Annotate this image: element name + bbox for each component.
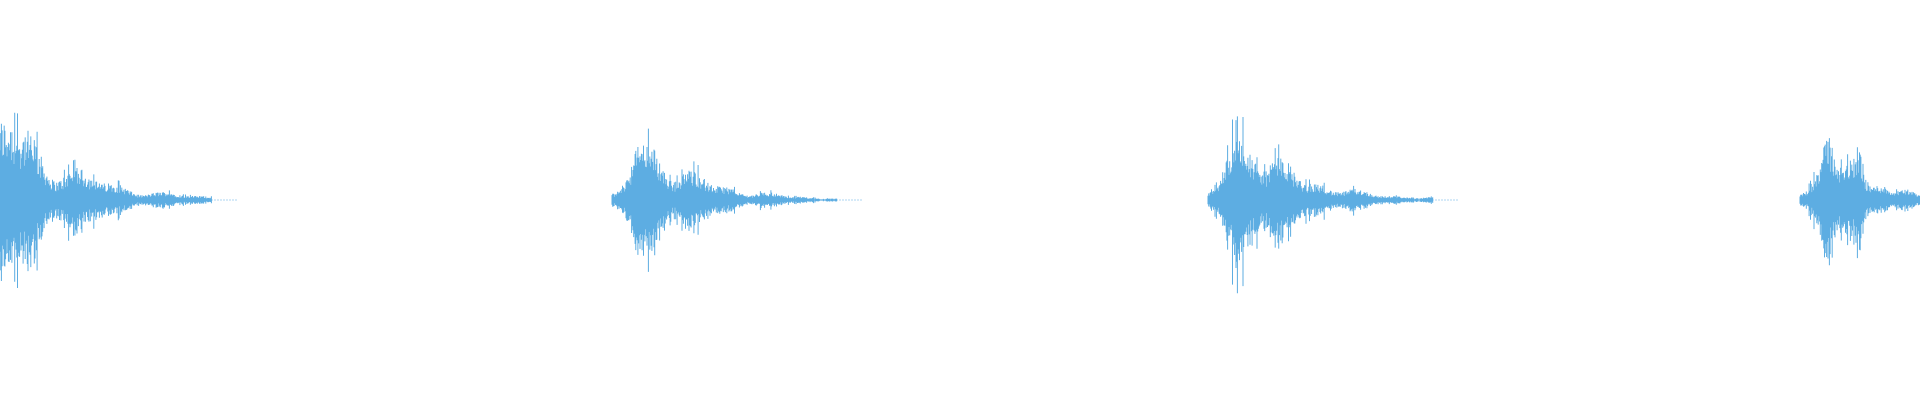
waveform-burst-path xyxy=(1207,116,1458,294)
waveform-burst xyxy=(611,128,862,272)
waveform-bursts xyxy=(0,112,1920,294)
waveform-burst-path xyxy=(1799,138,1920,266)
waveform-burst xyxy=(1799,138,1920,266)
waveform-burst xyxy=(0,112,237,288)
waveform-burst-path xyxy=(611,128,862,272)
waveform-burst xyxy=(1207,116,1458,294)
waveform-burst-path xyxy=(0,112,237,288)
